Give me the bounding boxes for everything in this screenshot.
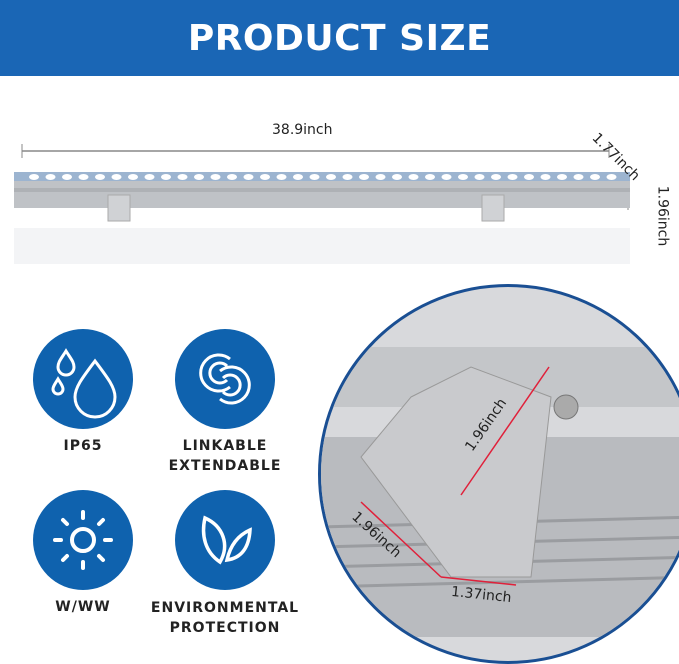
led xyxy=(243,174,254,180)
led xyxy=(441,174,452,180)
led xyxy=(408,174,419,180)
led xyxy=(161,174,171,180)
leaf-icon xyxy=(175,490,275,590)
led xyxy=(276,174,287,180)
water-drops-icon xyxy=(33,329,133,429)
led xyxy=(326,174,336,180)
led xyxy=(375,174,386,180)
bracket-detail-closeup: 1.96inch 1.96inch 1.37inch xyxy=(318,284,679,664)
led xyxy=(210,174,221,180)
page-title: PRODUCT SIZE xyxy=(187,17,492,59)
led xyxy=(425,174,435,180)
feature-label-environmental: ENVIRONMENTAL PROTECTION xyxy=(150,600,300,636)
led xyxy=(194,174,204,180)
length-dimension: 38.9inch xyxy=(272,122,333,138)
led xyxy=(491,174,501,180)
led xyxy=(62,174,72,180)
header-banner: PRODUCT SIZE xyxy=(0,0,679,76)
led xyxy=(606,174,617,180)
led xyxy=(260,174,270,180)
led xyxy=(177,174,188,180)
led xyxy=(392,174,402,180)
led xyxy=(540,174,551,180)
led xyxy=(458,174,468,180)
led xyxy=(144,174,155,180)
height-dimension: 1.96inch xyxy=(654,185,671,247)
led xyxy=(557,174,567,180)
product-image-light-bar xyxy=(14,144,630,264)
feature-label-linkable: LINKABLE EXTENDABLE xyxy=(168,438,282,474)
led xyxy=(78,174,89,180)
led xyxy=(474,174,485,180)
led xyxy=(293,174,303,180)
led xyxy=(359,174,369,180)
feature-label-w-ww: W/WW xyxy=(55,599,111,615)
led xyxy=(573,174,584,180)
led xyxy=(590,174,600,180)
led xyxy=(29,174,39,180)
led xyxy=(111,174,122,180)
led xyxy=(95,174,105,180)
led xyxy=(524,174,534,180)
feature-label-ip65: IP65 xyxy=(63,438,103,454)
led xyxy=(128,174,138,180)
led xyxy=(45,174,56,180)
sun-icon xyxy=(33,490,133,590)
led xyxy=(342,174,353,180)
led xyxy=(309,174,320,180)
led xyxy=(227,174,237,180)
link-icon xyxy=(175,329,275,429)
led xyxy=(507,174,518,180)
